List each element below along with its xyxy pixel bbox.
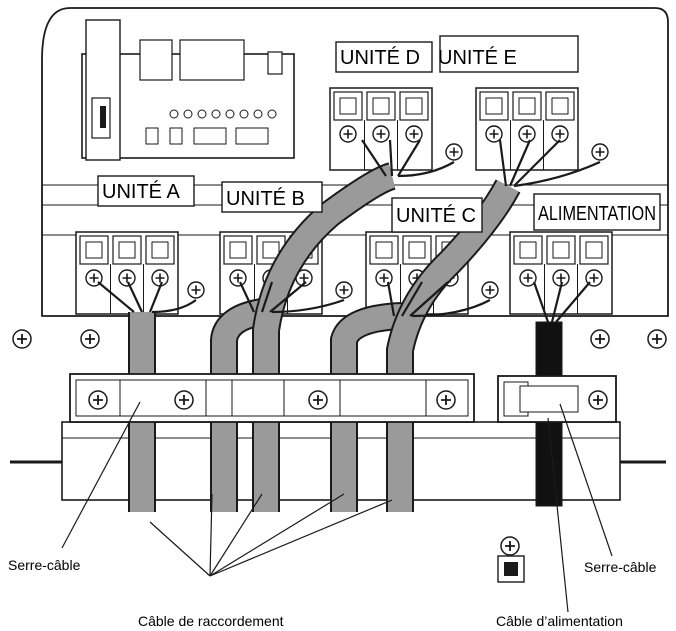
internal-wires xyxy=(97,139,601,323)
terminal-block-power xyxy=(510,232,612,314)
terminal-block-unit-e xyxy=(476,88,578,170)
ground-screw-icon xyxy=(187,281,205,299)
label-power: ALIMENTATION xyxy=(538,203,656,225)
label-unit-b: UNITÉ B xyxy=(226,187,305,210)
cable-clamp-bar xyxy=(69,373,475,423)
mounting-screw-icon xyxy=(590,329,610,349)
unit-labels: UNITÉ D UNITÉ E UNITÉ A UNITÉ B UNITÉ C … xyxy=(97,35,661,233)
callout-clamp-left: Serre-câble xyxy=(8,557,81,573)
label-unit-e: UNITÉ E xyxy=(438,46,517,69)
ground-screw-icon xyxy=(335,281,353,299)
ground-screw-icon xyxy=(481,281,499,299)
ground-screw-icon xyxy=(445,143,463,161)
connection-cables xyxy=(128,162,521,512)
label-unit-d: UNITÉ D xyxy=(340,46,420,69)
leader-lines xyxy=(61,401,613,613)
power-cable-clamp xyxy=(497,375,617,423)
callout-power-cable: Câble d’alimentation xyxy=(496,613,623,629)
label-unit-c: UNITÉ C xyxy=(396,204,476,227)
circuit-board xyxy=(81,19,295,161)
ground-screw-icon xyxy=(591,143,609,161)
terminal-block-unit-a xyxy=(76,232,178,314)
spare-clamp xyxy=(497,536,525,583)
mounting-screw-icon xyxy=(647,329,667,349)
label-unit-a: UNITÉ A xyxy=(102,180,180,203)
mounting-screw-icon xyxy=(80,329,100,349)
callout-connection-cable: Câble de raccordement xyxy=(138,613,284,629)
mounting-screw-icon xyxy=(12,329,32,349)
callout-clamp-right: Serre-câble xyxy=(584,559,657,575)
terminal-block-unit-d xyxy=(330,88,432,170)
